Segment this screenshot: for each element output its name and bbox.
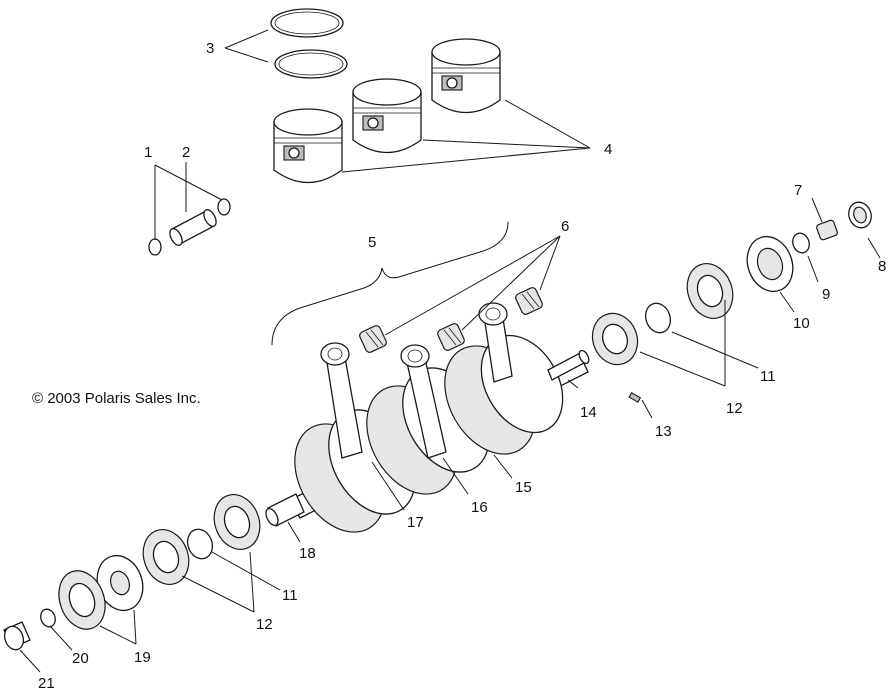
wrist-pin [169, 209, 217, 246]
callout-2: 2 [182, 144, 190, 161]
connecting-rod-left [320, 342, 363, 459]
woodruff-key [628, 392, 642, 403]
needle-bearing-2 [437, 323, 465, 351]
callout-12-right: 12 [726, 400, 743, 417]
bushing-left [3, 621, 31, 651]
callout-17: 17 [407, 514, 424, 531]
connecting-rod-right [478, 302, 513, 383]
nut-right [816, 219, 838, 241]
o-ring-left [186, 528, 214, 560]
callout-8: 8 [878, 258, 886, 275]
needle-bearing-1 [359, 325, 387, 353]
callout-21: 21 [38, 675, 55, 688]
callout-12-left: 12 [256, 616, 273, 633]
piston-left [273, 108, 343, 183]
needle-bearing-3 [515, 287, 543, 315]
callout-1: 1 [144, 144, 152, 161]
callout-11-left: 11 [282, 587, 298, 604]
o-ring-right [644, 302, 672, 334]
piston-ring-lower [274, 49, 348, 79]
washer-left [40, 608, 56, 628]
callout-20: 20 [72, 650, 89, 667]
bearing-left-inner [213, 494, 261, 550]
circlip-left [148, 238, 162, 256]
callout-labels: 3 4 1 2 5 6 7 8 9 10 11 12 13 14 15 16 1… [38, 40, 886, 688]
connecting-rod-middle [400, 344, 447, 459]
bushing-right [848, 201, 872, 229]
bearing-right-outer [686, 263, 734, 319]
callout-16: 16 [471, 499, 488, 516]
callout-14: 14 [580, 404, 597, 421]
circlip-right [217, 198, 231, 216]
piston-middle [352, 78, 422, 153]
piston-ring-upper [270, 8, 344, 38]
callout-19: 19 [134, 649, 151, 666]
bearing-left-outer [142, 529, 190, 585]
callout-6: 6 [561, 218, 569, 235]
callout-15: 15 [515, 479, 532, 496]
callout-11-right: 11 [760, 368, 776, 385]
callout-9: 9 [822, 286, 830, 303]
callout-3: 3 [206, 40, 214, 57]
callout-4: 4 [604, 141, 612, 158]
leader-lines [19, 29, 881, 673]
bearing-right-inner [591, 312, 639, 366]
callout-5: 5 [368, 234, 376, 251]
callout-13: 13 [655, 423, 672, 440]
callout-10: 10 [793, 315, 810, 332]
seal-right [746, 235, 794, 293]
seal-left-outer [58, 570, 106, 630]
callout-18: 18 [299, 545, 316, 562]
piston-right [431, 38, 501, 113]
copyright-notice: © 2003 Polaris Sales Inc. [32, 390, 201, 407]
washer-right [792, 232, 810, 254]
callout-7: 7 [794, 182, 802, 199]
